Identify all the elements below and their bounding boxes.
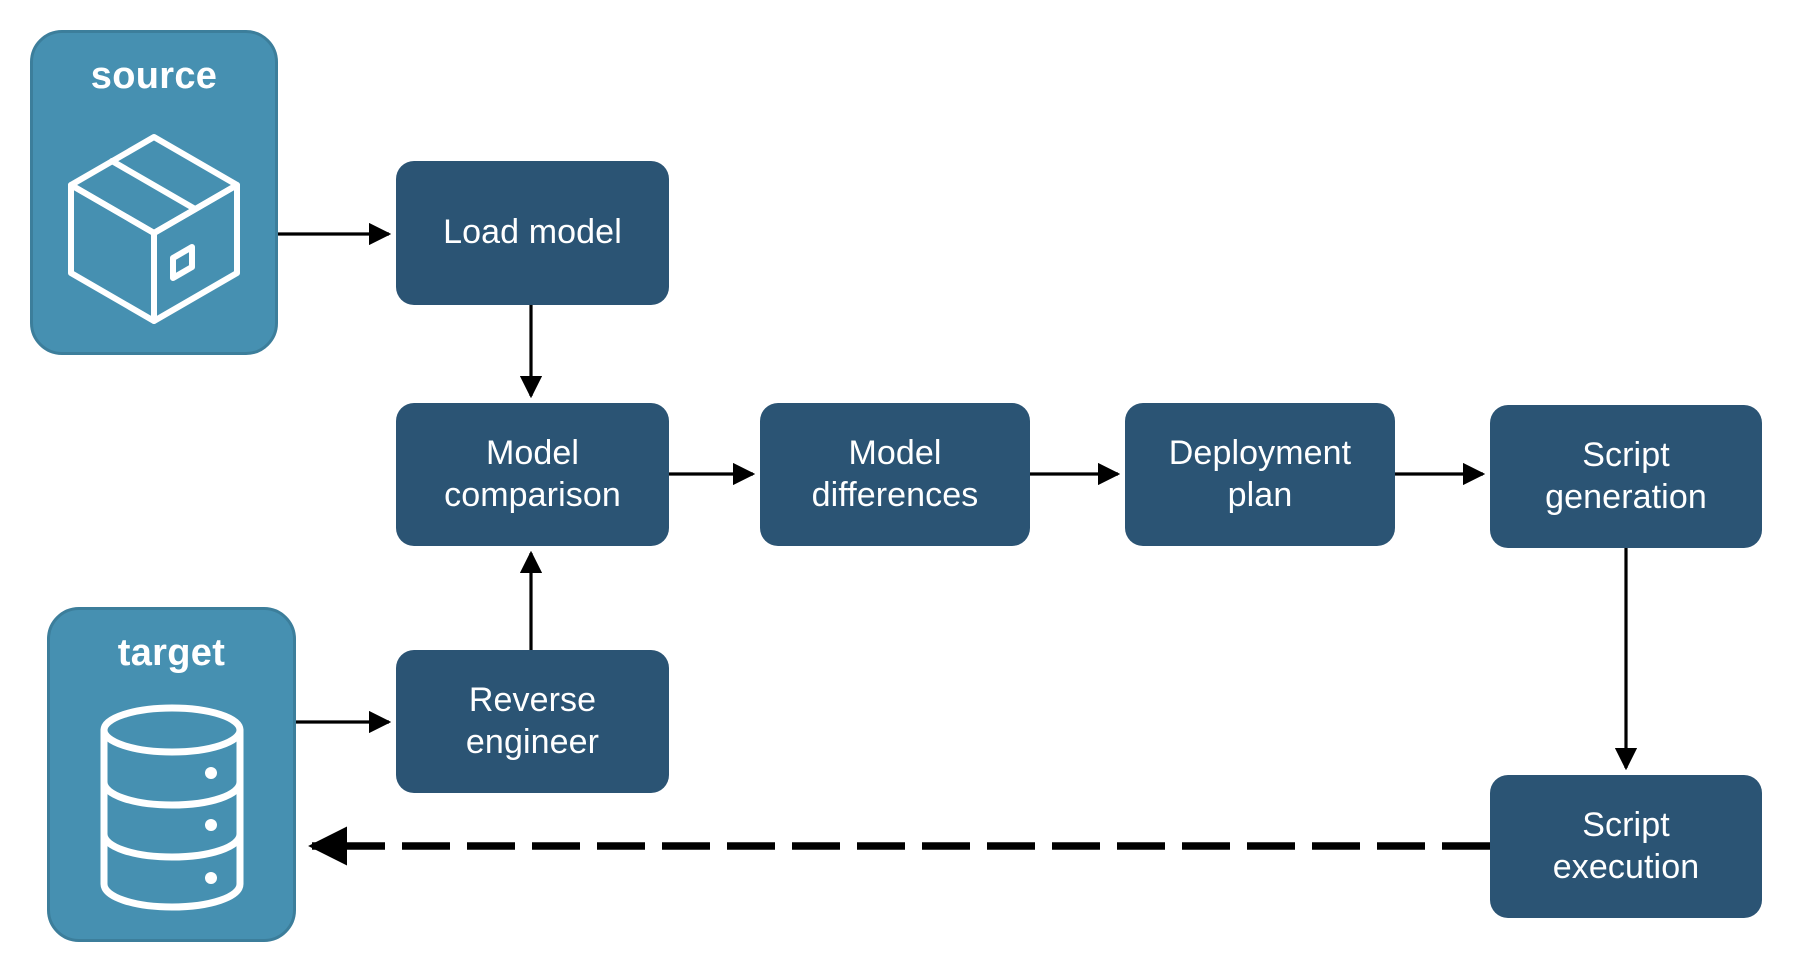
endpoint-target-label: target (117, 632, 226, 674)
process-load-model[interactable]: Load model (396, 161, 669, 305)
process-deployment-plan-label: Deployment plan (1168, 434, 1352, 514)
endpoint-target[interactable]: target (47, 607, 296, 942)
process-load-model-label: Load model (443, 213, 622, 252)
process-reverse-engineer-label: Reverse engineer (465, 681, 600, 761)
process-model-comparison[interactable]: Model comparison (396, 403, 669, 546)
package-box-icon (33, 98, 275, 352)
process-script-generation[interactable]: Script generation (1490, 405, 1762, 548)
process-model-comparison-label: Model comparison (444, 434, 621, 514)
process-script-generation-label: Script generation (1545, 436, 1707, 516)
process-script-execution[interactable]: Script execution (1490, 775, 1762, 918)
endpoint-source-label: source (90, 55, 218, 97)
process-reverse-engineer[interactable]: Reverse engineer (396, 650, 669, 793)
endpoint-source[interactable]: source (30, 30, 278, 355)
process-model-differences-label: Model differences (811, 434, 979, 514)
database-cylinder-icon (50, 675, 293, 939)
process-model-differences[interactable]: Model differences (760, 403, 1030, 546)
process-script-execution-label: Script execution (1552, 806, 1700, 886)
process-deployment-plan[interactable]: Deployment plan (1125, 403, 1395, 546)
